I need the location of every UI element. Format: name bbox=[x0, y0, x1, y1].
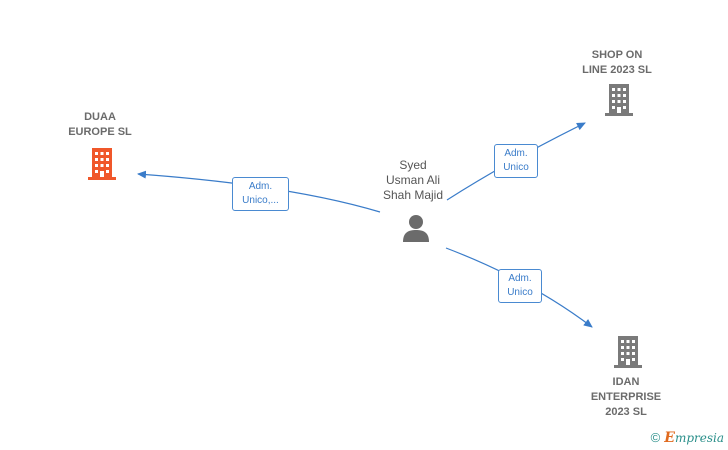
building-icon-shop[interactable] bbox=[603, 82, 635, 118]
building-icon-duaa[interactable] bbox=[86, 146, 118, 182]
copyright-symbol: © bbox=[650, 430, 661, 445]
edge-label-shop[interactable]: Adm. Unico bbox=[494, 144, 538, 178]
brand-name: mpresia bbox=[674, 431, 724, 445]
building-icon-idan[interactable] bbox=[612, 334, 644, 370]
company-label-idan[interactable]: IDAN ENTERPRISE 2023 SL bbox=[590, 376, 662, 418]
company-label-duaa[interactable]: DUAA EUROPE SL bbox=[68, 111, 132, 138]
person-label[interactable]: Syed Usman Ali Shah Majid bbox=[382, 158, 444, 202]
brand-initial: E bbox=[664, 430, 675, 446]
empresia-watermark: ©Empresia bbox=[651, 430, 724, 446]
person-icon[interactable] bbox=[400, 212, 432, 244]
company-label-shop[interactable]: SHOP ON LINE 2023 SL bbox=[582, 49, 652, 76]
edge-label-idan[interactable]: Adm. Unico bbox=[498, 269, 542, 303]
edge-label-duaa[interactable]: Adm. Unico,... bbox=[232, 177, 289, 211]
